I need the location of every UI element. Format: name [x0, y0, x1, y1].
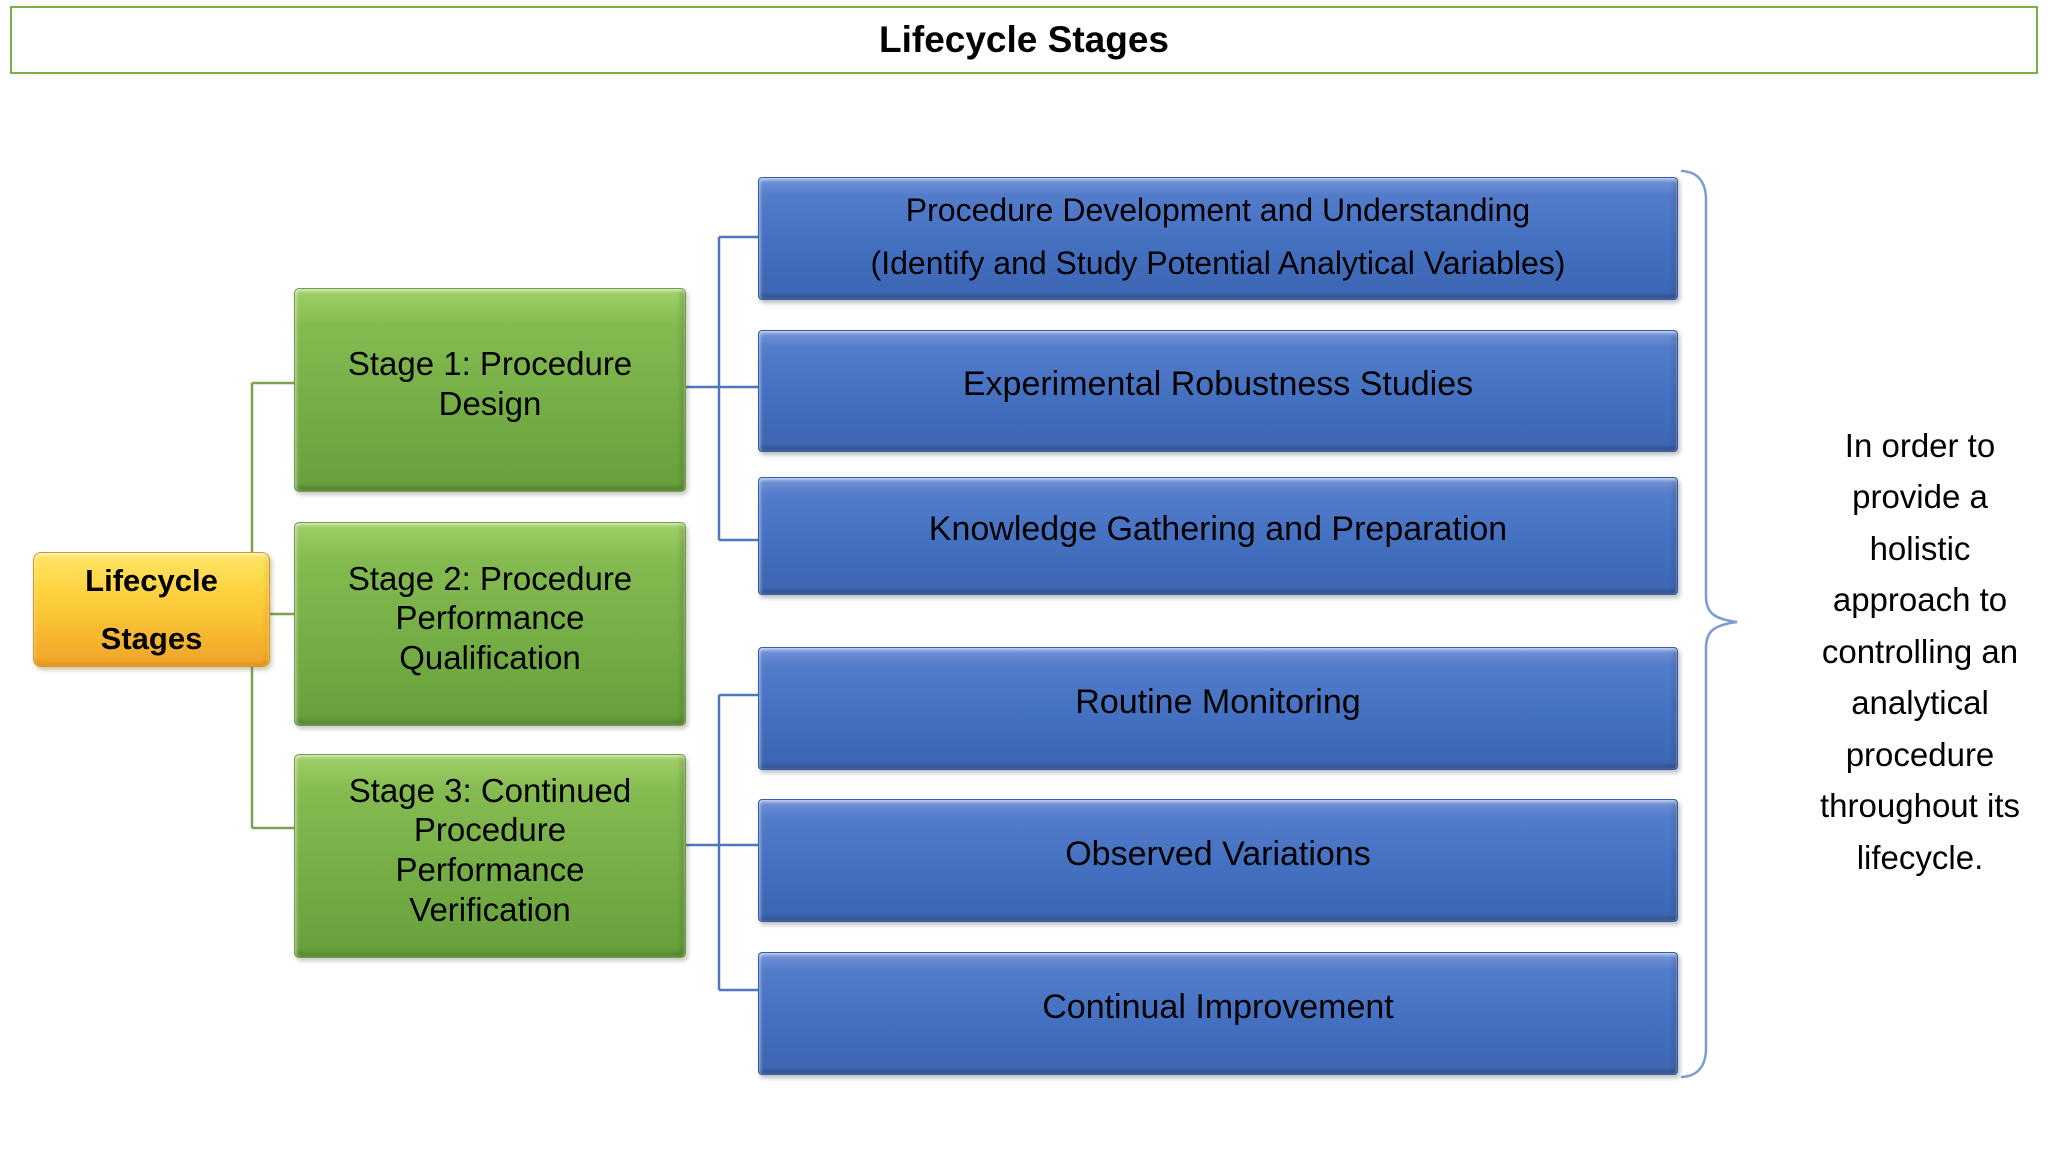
root-node-lifecycle-stages: Lifecycle Stages: [33, 552, 270, 667]
stage1-to-activities-connector: [686, 235, 758, 542]
stage-node-3: Stage 3: Continued Procedure Performance…: [294, 754, 686, 958]
curly-brace: [1680, 169, 1738, 1079]
stage-node-2: Stage 2: Procedure Performance Qualifica…: [294, 522, 686, 726]
activity-node-2: Experimental Robustness Studies: [758, 330, 1678, 452]
title-banner: Lifecycle Stages: [10, 6, 2038, 74]
activity-node-6: Continual Improvement: [758, 952, 1678, 1075]
stage-node-1: Stage 1: Procedure Design: [294, 288, 686, 492]
activity-node-1: Procedure Development and Understanding …: [758, 177, 1678, 300]
activity-node-5: Observed Variations: [758, 799, 1678, 922]
page-title: Lifecycle Stages: [879, 19, 1169, 60]
annotation-text: In order to provide a holistic approach …: [1820, 427, 2020, 876]
activity-node-4: Routine Monitoring: [758, 647, 1678, 770]
stage3-to-activities-connector: [686, 693, 758, 992]
activity-node-3: Knowledge Gathering and Preparation: [758, 477, 1678, 595]
